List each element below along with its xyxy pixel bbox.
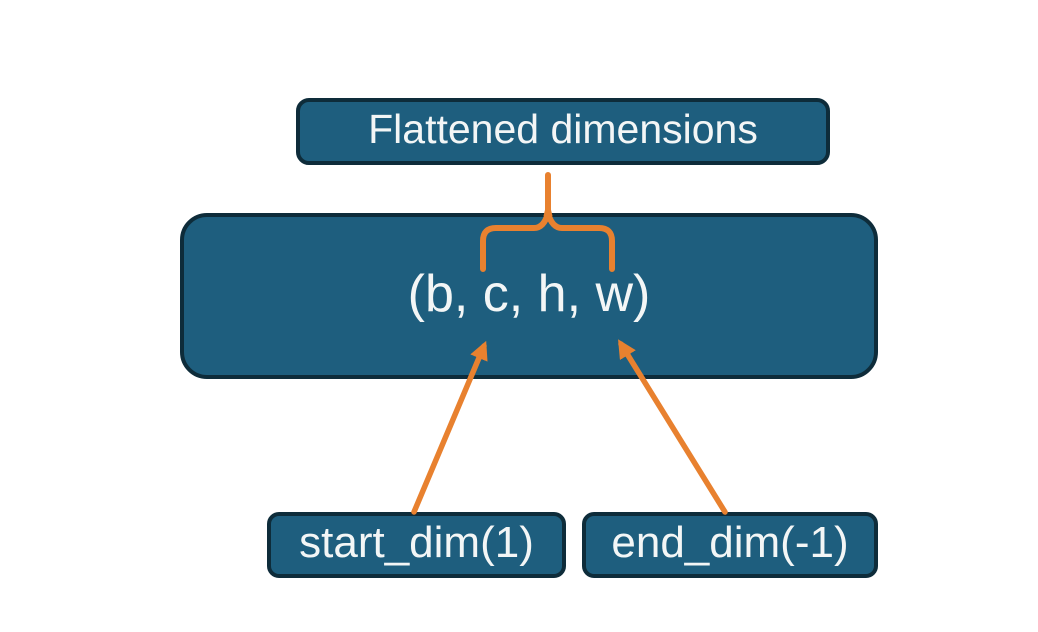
tensor-shape-label: (b, c, h, w) — [407, 265, 651, 323]
flattened-dimensions-box: Flattened dimensions — [296, 98, 830, 165]
start-dim-label: start_dim(1) — [299, 518, 534, 567]
tensor-shape-box: (b, c, h, w) — [180, 213, 878, 379]
flattened-dimensions-label: Flattened dimensions — [368, 106, 758, 152]
end-dim-box: end_dim(-1) — [582, 512, 878, 578]
end-dim-label: end_dim(-1) — [611, 518, 849, 567]
start-dim-box: start_dim(1) — [267, 512, 566, 578]
